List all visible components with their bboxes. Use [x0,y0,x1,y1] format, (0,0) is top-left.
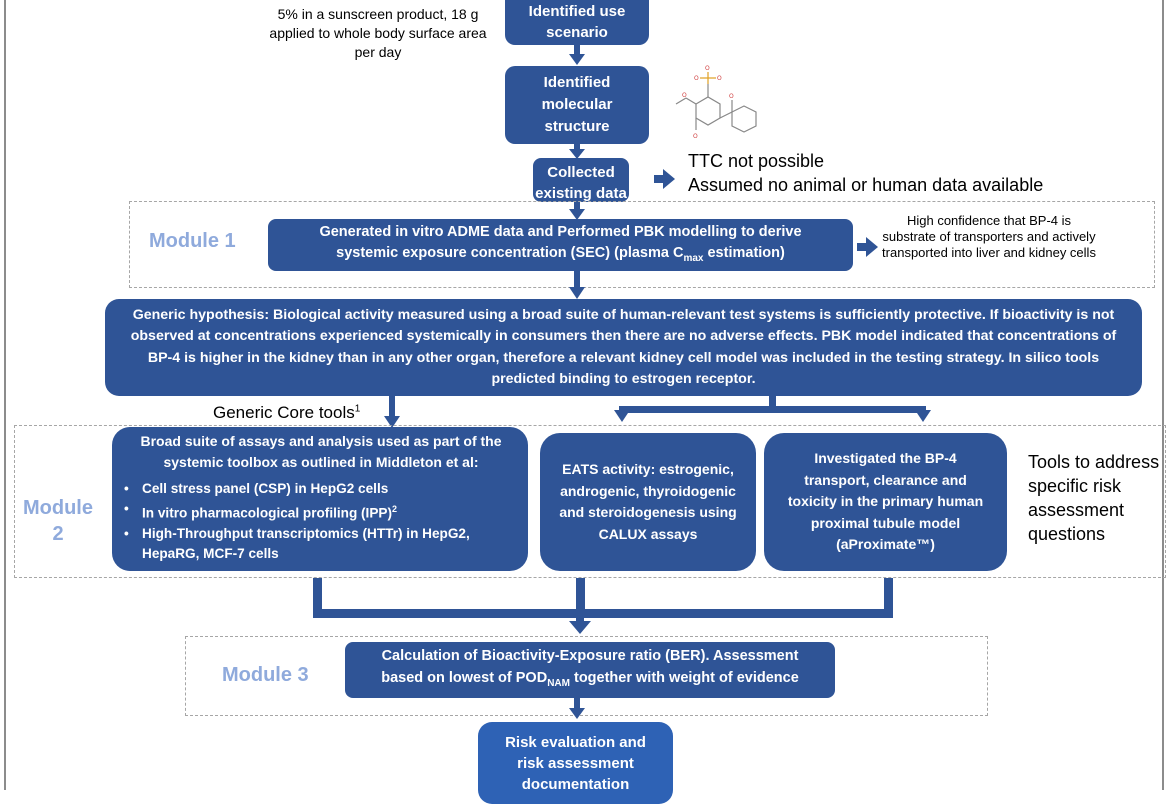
arrow-to-ttc-note [654,169,675,189]
arrow-to-transport [915,410,931,422]
arrow-structure-to-data [569,143,585,159]
generic-hypothesis-box: Generic hypothesis: Biological activity … [105,299,1142,396]
arrow-data-to-module1 [569,200,585,220]
svg-text:O: O [705,65,710,72]
arrow-module1-to-hypothesis [569,270,585,299]
merge-left-vertical [313,578,322,618]
step-collected-data: Collected existing data [533,158,629,202]
module1-label: Module 1 [149,230,236,252]
arrow-to-module3 [569,614,591,634]
specific-tools-note: Tools to address specific risk assessmen… [1028,452,1160,544]
bp4-transport-box: Investigated the BP-4 transport, clearan… [764,433,1007,571]
merge-mid-vertical [576,578,585,618]
arrow-to-risk-evaluation [569,697,585,719]
left-border [4,0,6,790]
svg-text:O: O [682,92,687,99]
scenario-note: 5% in a sunscreen product, 18 g applied … [269,6,487,60]
core-tools-bullet: •Cell stress panel (CSP) in HepG2 cells [124,481,389,496]
svg-text:O: O [717,75,722,82]
module2-label: Module 2 [23,497,93,545]
branch-connector-horizontal [619,406,926,413]
ber-calculation-box: Calculation of Bioactivity-Exposure rati… [345,642,835,698]
risk-evaluation-box: Risk evaluation and risk assessment docu… [478,722,673,804]
module1-box: Generated in vitro ADME data and Perform… [268,219,853,271]
core-tools-bullet: •High-Throughput transcriptomics (HTTr) … [124,525,470,561]
right-border [1162,0,1164,790]
branch-connector-vertical [769,395,776,410]
module1-region [129,201,1155,288]
merge-horizontal [313,609,893,618]
module2-region [14,425,1166,578]
merge-right-vertical [884,578,893,618]
module1-note: High confidence that BP-4 is substrate o… [882,213,1096,260]
arrow-use-to-structure [569,45,585,65]
svg-text:O: O [693,133,698,140]
arrow-to-eats [614,410,630,422]
step-identified-use: Identified use scenario [505,0,649,45]
svg-text:O: O [694,75,699,82]
arrow-hypothesis-to-core-tools [384,395,400,428]
ttc-note-line1: TTC not possible [688,151,825,171]
arrow-to-module1-note [857,237,878,257]
core-tools-title: Broad suite of assays and analysis used … [140,433,502,470]
eats-activity-box: EATS activity: estrogenic, androgenic, t… [540,433,756,571]
ttc-note-line2: Assumed no animal or human data availabl… [688,175,1044,195]
step-identified-structure: Identified molecular structure [505,66,649,144]
core-tools-box: Broad suite of assays and analysis used … [112,427,528,571]
core-tools-bullet-list: •Cell stress panel (CSP) in HepG2 cells … [124,479,518,564]
module3-region [185,636,988,716]
module3-label: Module 3 [222,664,309,686]
core-tools-bullet: •In vitro pharmacological profiling (IPP… [124,501,398,521]
generic-core-tools-label: Generic Core tools1 [213,403,361,422]
svg-text:O: O [729,93,734,100]
